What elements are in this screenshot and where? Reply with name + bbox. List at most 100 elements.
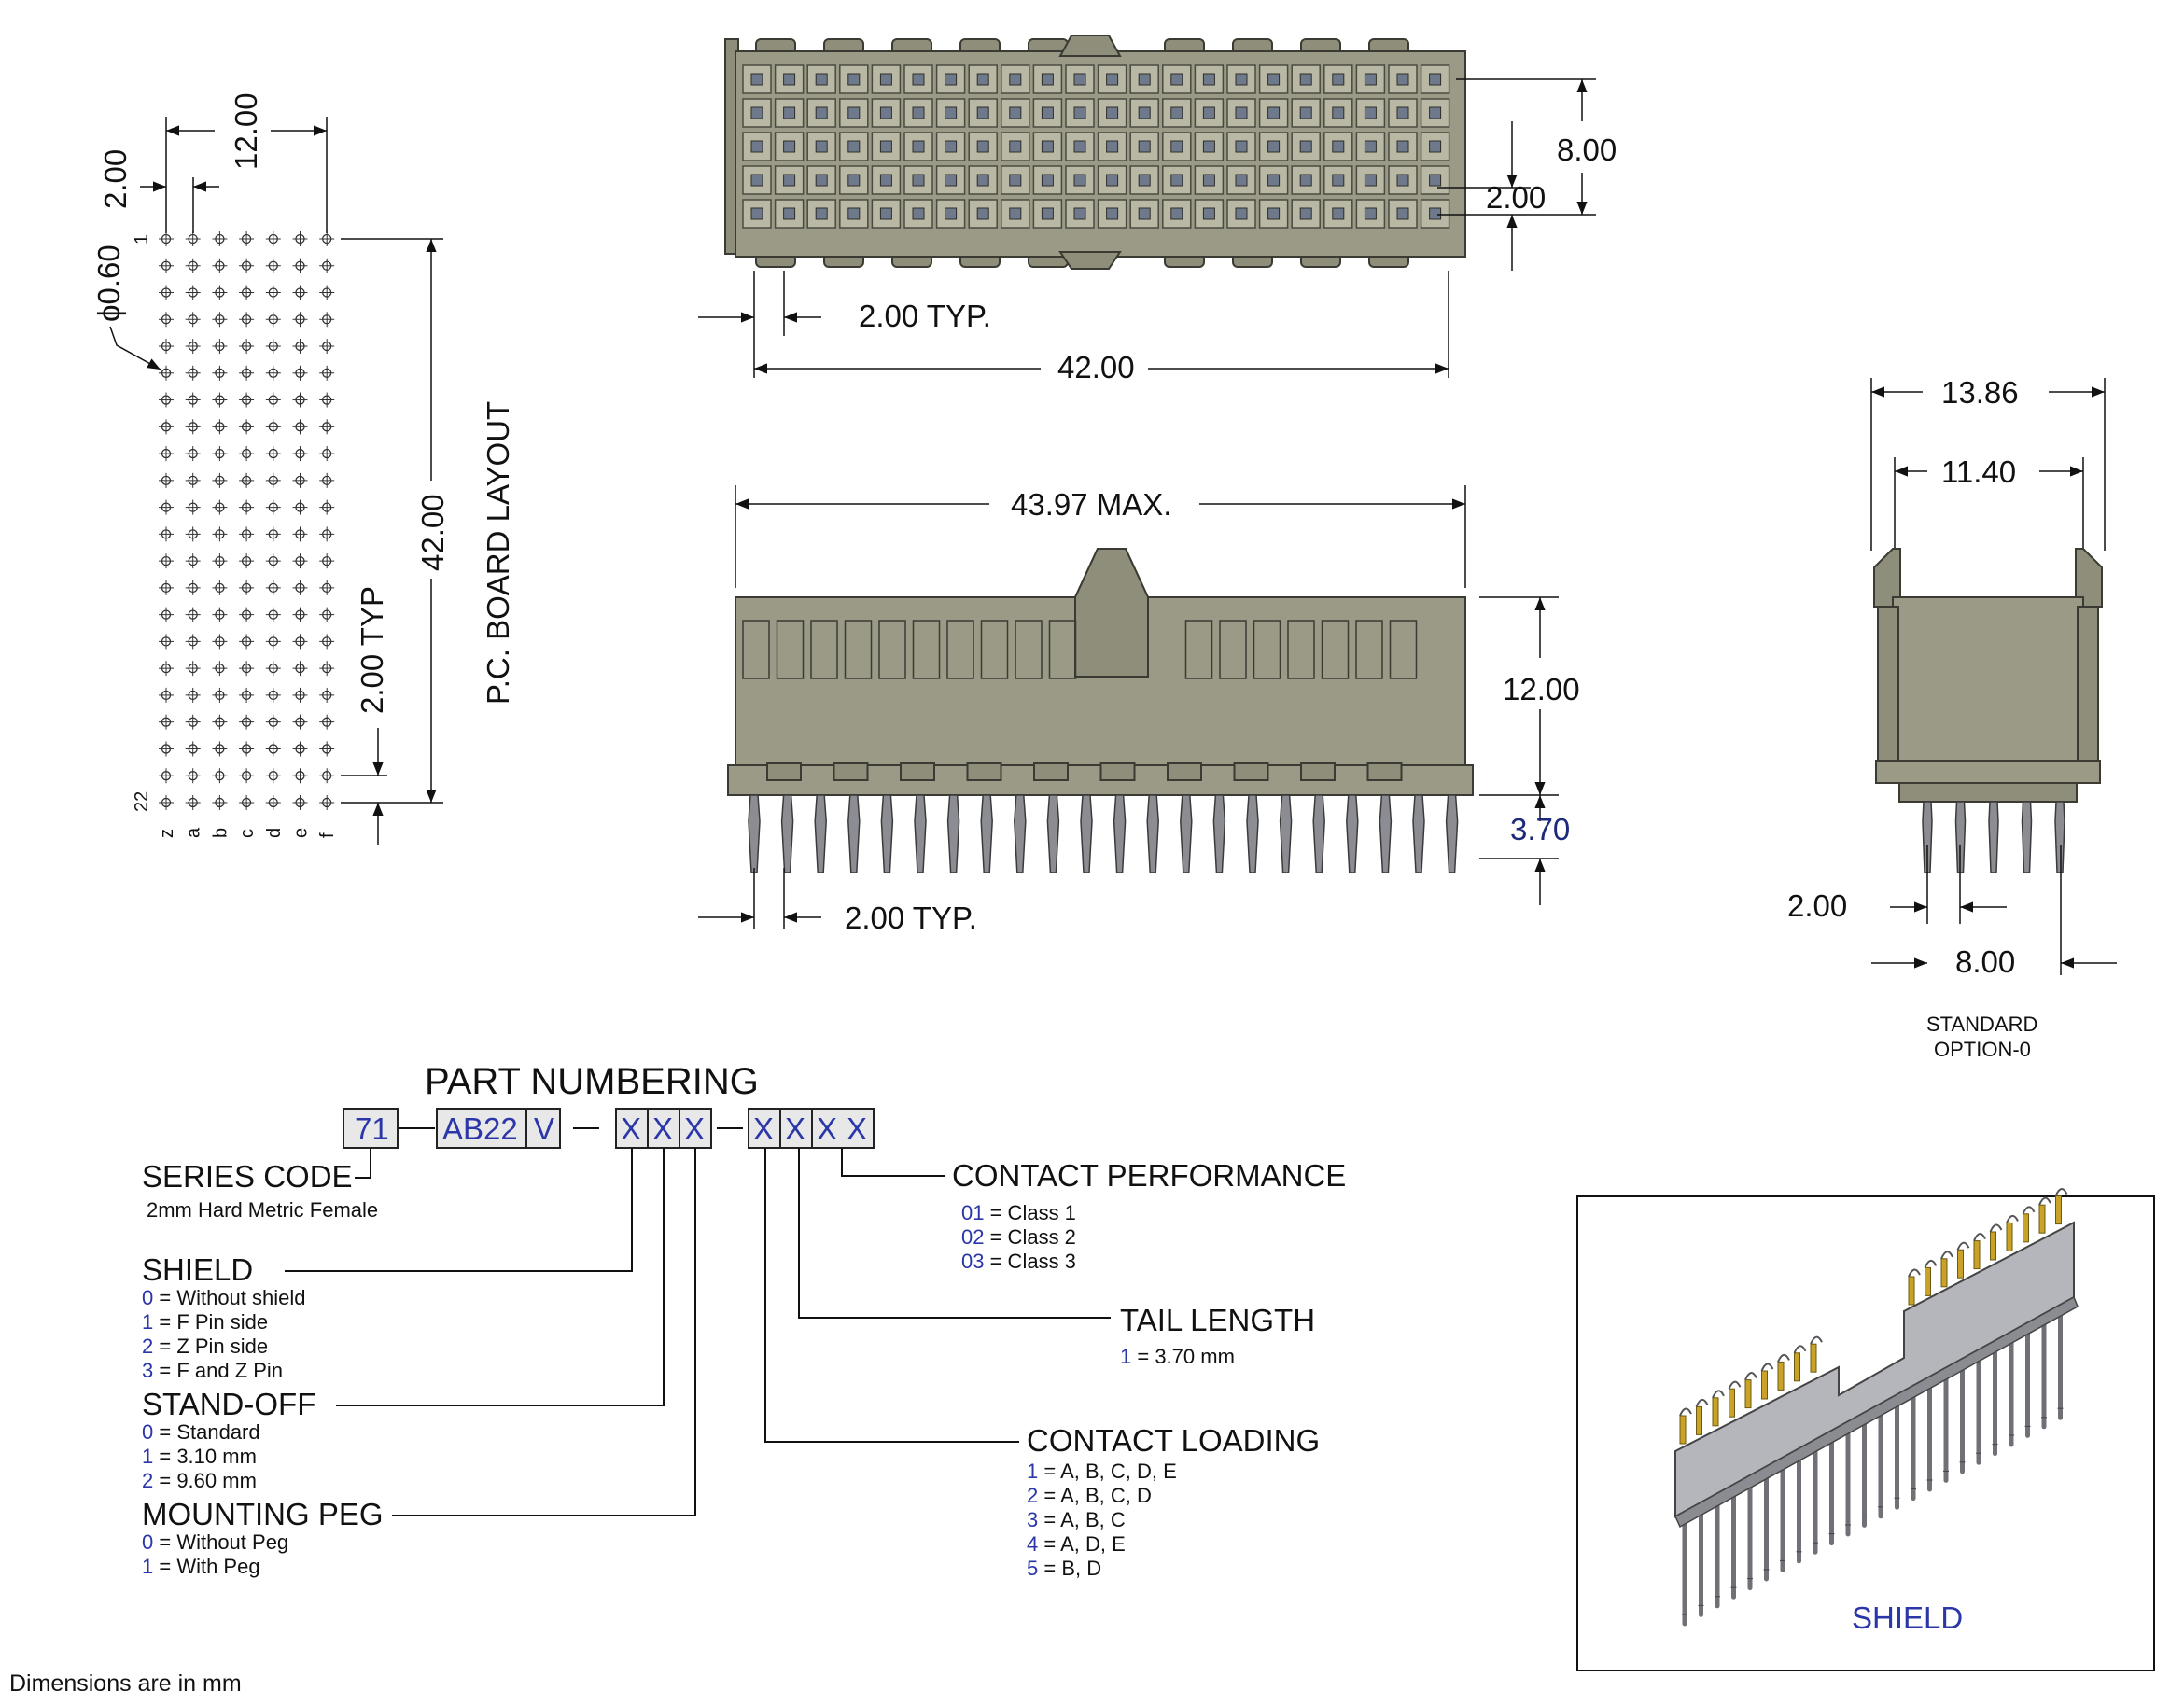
pcb-hole — [319, 472, 335, 488]
code-box-v — [525, 1108, 561, 1149]
top-view-contact — [1129, 132, 1159, 161]
top-view: 8.00 2.00 2.00 TYP. 42.00 — [698, 35, 1617, 384]
pcb-row-first: 1 — [132, 234, 152, 245]
shield-gold-tab — [1940, 1258, 1948, 1288]
top-view-contact — [935, 132, 966, 161]
top-view-contact — [903, 98, 933, 128]
top-view-contact — [1032, 199, 1063, 229]
front-view-latch — [833, 762, 869, 781]
pcb-hole — [319, 499, 335, 515]
pcb-hole — [239, 258, 255, 273]
top-view-contact — [1226, 98, 1256, 128]
pcb-hole — [292, 794, 308, 810]
side-caption-line1: STANDARD — [1926, 1013, 2037, 1036]
stand-off-option-code: 0 — [142, 1420, 153, 1444]
code-loading-text: X — [753, 1111, 774, 1146]
pcb-hole — [239, 741, 255, 757]
top-view-contact — [1420, 98, 1450, 128]
top-view-contact — [1420, 165, 1450, 195]
contact-loading-option: 2 = A, B, C, D — [1027, 1484, 1152, 1507]
contact-loading-option-code: 3 — [1027, 1508, 1038, 1531]
contact-performance-option-text: = Class 3 — [984, 1250, 1075, 1273]
top-view-contact — [1226, 199, 1256, 229]
pcb-hole — [212, 446, 228, 462]
mounting-peg-option-text: = With Peg — [153, 1555, 259, 1578]
pcb-hole — [185, 499, 201, 515]
front-view-contact-slots — [742, 620, 1418, 781]
front-view-pin — [914, 794, 927, 873]
top-view-contact — [1388, 64, 1418, 94]
side-view-pin — [1954, 801, 1967, 873]
pcb-hole — [239, 580, 255, 595]
pcb-hole — [265, 392, 281, 408]
top-view-contact — [1323, 132, 1353, 161]
pcb-hole — [212, 472, 228, 488]
side-dim-span: 8.00 — [1955, 944, 2015, 979]
pcb-hole — [212, 365, 228, 381]
top-view-contact — [935, 165, 966, 195]
contact-loading-option-text: = B, D — [1038, 1557, 1101, 1580]
pcb-hole — [265, 794, 281, 810]
pcb-hole — [159, 768, 174, 784]
top-view-contact — [1323, 165, 1353, 195]
front-view-latch — [1366, 762, 1403, 781]
pcb-hole — [319, 258, 335, 273]
pcb-hole — [319, 687, 335, 703]
shield-gold-tab — [1679, 1415, 1687, 1445]
code-peg-text: X — [684, 1111, 705, 1146]
side-caption-line2: OPTION-0 — [1934, 1038, 2031, 1061]
contact-loading-option-text: = A, B, C — [1038, 1508, 1126, 1531]
pcb-hole — [319, 446, 335, 462]
tail-length-option-text: = 3.70 mm — [1131, 1345, 1235, 1368]
front-view-pins — [748, 794, 1459, 873]
top-view-contact — [806, 199, 836, 229]
pcb-hole — [212, 499, 228, 515]
top-view-contact — [968, 98, 998, 128]
pcb-hole — [239, 607, 255, 622]
stand-off-option: 1 = 3.10 mm — [142, 1445, 257, 1468]
shield-gold-tab — [2055, 1195, 2062, 1225]
pcb-hole — [265, 258, 281, 273]
top-view-contact — [742, 98, 772, 128]
top-view-contact — [1065, 98, 1095, 128]
top-view-contact — [1097, 165, 1127, 195]
shield-option: 3 = F and Z Pin — [142, 1359, 283, 1382]
pcb-hole — [292, 714, 308, 730]
shield-illustration-pins — [1682, 1303, 2064, 1627]
top-view-contact — [1162, 98, 1192, 128]
front-view-pin — [1412, 794, 1425, 873]
top-view-contact — [774, 132, 805, 161]
pcb-hole — [292, 768, 308, 784]
stand-off-option-code: 2 — [142, 1469, 153, 1492]
side-view-housing — [1892, 596, 2084, 766]
pcb-hole — [265, 312, 281, 328]
top-view-contact — [742, 64, 772, 94]
shield-gold-tab — [2023, 1213, 2029, 1243]
pcb-hole — [319, 231, 335, 246]
stand-off-option-text: = Standard — [153, 1420, 259, 1444]
pcb-hole — [212, 661, 228, 677]
pcb-hole — [265, 687, 281, 703]
pcb-hole — [265, 365, 281, 381]
top-view-contact — [1129, 165, 1159, 195]
top-view-contact — [742, 132, 772, 161]
front-view-pin — [1146, 794, 1159, 873]
pcb-hole — [159, 661, 174, 677]
front-view-slot — [1355, 620, 1383, 679]
pcb-hole — [292, 634, 308, 650]
top-view-key-bottom — [1058, 251, 1122, 270]
top-view-contact — [871, 199, 902, 229]
contact-loading-option-text: = A, B, C, D, E — [1038, 1460, 1177, 1483]
shield-gold-tab — [2006, 1222, 2013, 1251]
tail-length-label: TAIL LENGTH — [1120, 1303, 1315, 1337]
shield-gold-tab — [1761, 1370, 1768, 1400]
top-view-contact — [1258, 199, 1289, 229]
top-view-contact — [968, 199, 998, 229]
pcb-hole — [292, 312, 308, 328]
front-view-latch — [966, 762, 1002, 781]
contact-performance-options: 01 = Class 102 = Class 203 = Class 3 — [961, 1201, 1076, 1273]
pcb-hole — [185, 687, 201, 703]
top-view-contact — [1162, 165, 1192, 195]
top-dim-length: 42.00 — [1057, 350, 1135, 384]
